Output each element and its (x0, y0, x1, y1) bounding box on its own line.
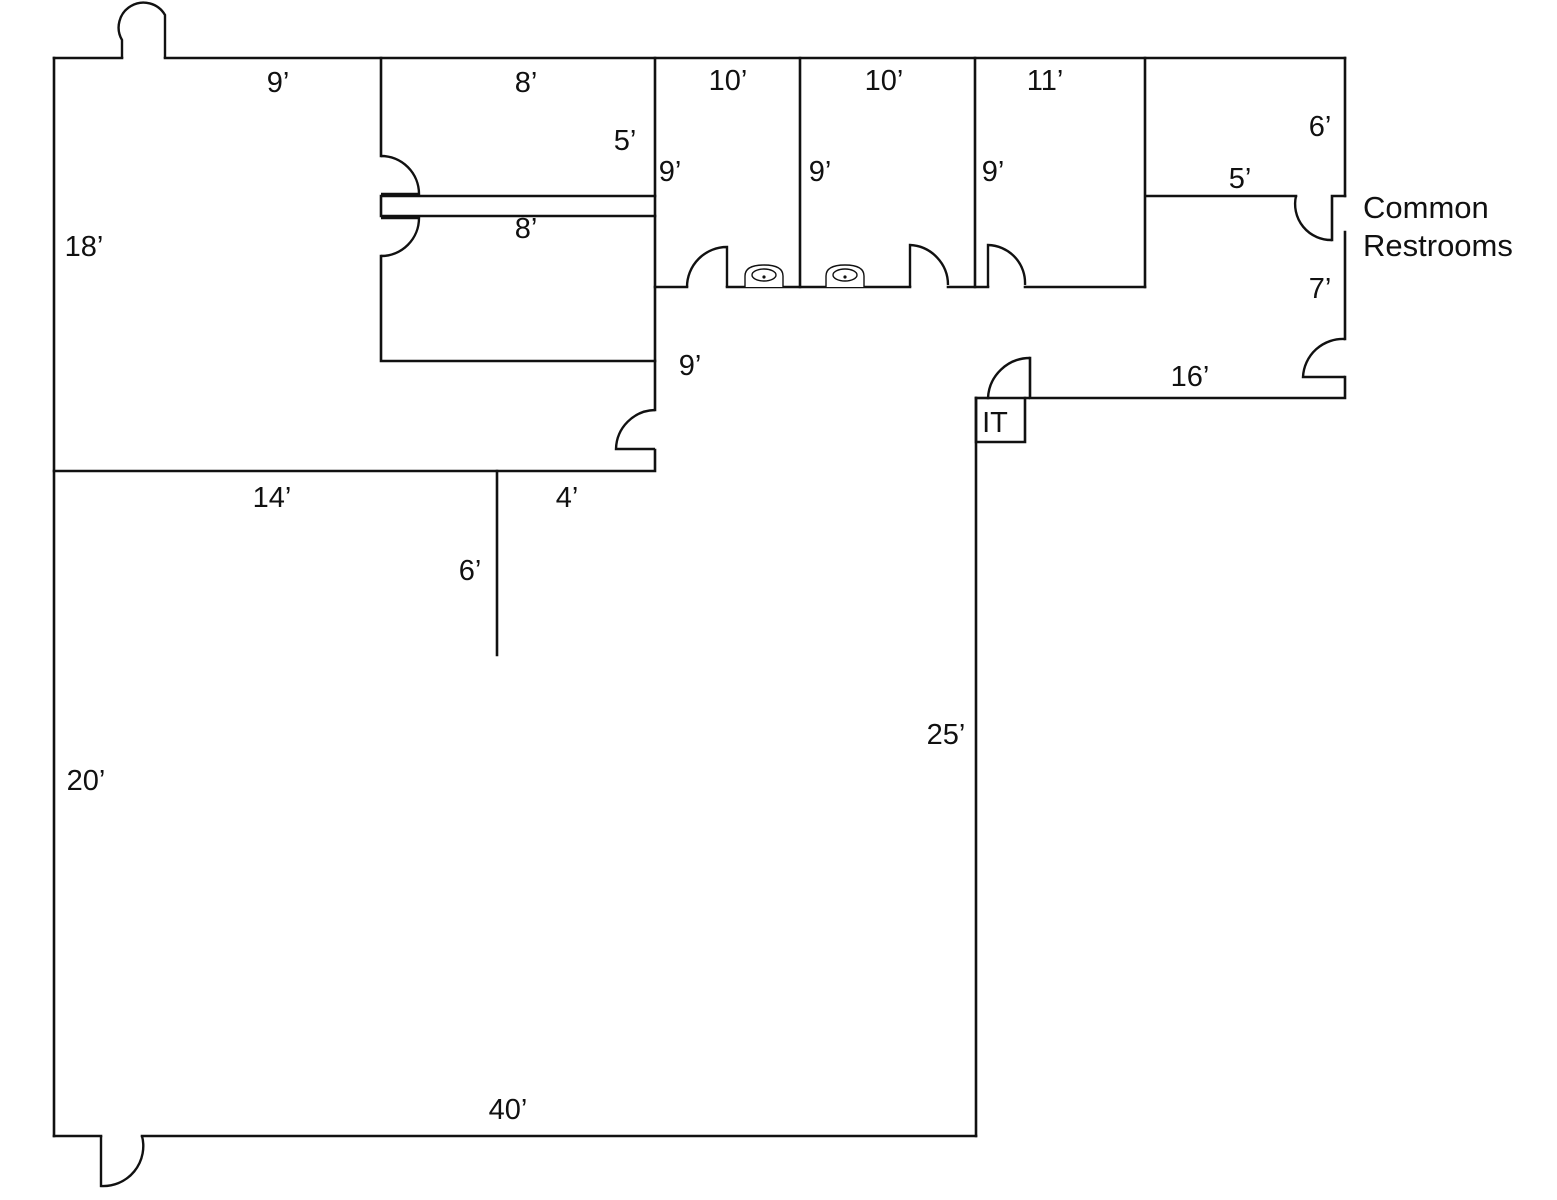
fixtures (744, 264, 865, 287)
dim-bottom-width: 40’ (489, 1094, 528, 1126)
door-swing-icon (986, 356, 1031, 400)
walls (52, 56, 1347, 1138)
dim-room-2-width: 10’ (865, 65, 904, 97)
dim-it-wall-width: 16’ (1171, 361, 1210, 393)
corner-room-wall (1143, 56, 1298, 289)
door-swing-icon (380, 154, 421, 196)
dim-lower-left-width: 14’ (253, 482, 292, 514)
restroom-jamb (1330, 194, 1347, 242)
door-swing-icon (986, 243, 1027, 287)
door-swing-icon (908, 243, 950, 287)
dim-left-upper-height: 18’ (65, 231, 104, 263)
dim-partition-length: 6’ (459, 555, 482, 587)
dim-corridor-length: 7’ (1309, 273, 1332, 305)
dim-corner-room-depth: 6’ (1309, 111, 1332, 143)
dim-room-3-width: 11’ (1027, 65, 1064, 97)
door-swing-icon (380, 216, 421, 258)
door-swing-icon (1301, 337, 1346, 379)
it-closet-label: IT (982, 407, 1008, 439)
dim-hall-height: 9’ (679, 350, 702, 382)
dim-right-wall-height: 25’ (927, 719, 966, 751)
door-swing-icon (1293, 195, 1333, 242)
door-swing-icon (99, 1135, 145, 1188)
dim-room-1-width: 10’ (709, 65, 748, 97)
sink-icon (825, 264, 865, 287)
it-closet-wall (974, 396, 1027, 444)
dim-left-lower-height: 20’ (67, 765, 106, 797)
dim-room-2-depth: 9’ (809, 156, 832, 188)
common-restrooms-label-line2: Restrooms (1363, 228, 1513, 263)
room-partitions (653, 56, 977, 412)
left-office-lower-wall (52, 448, 657, 473)
dim-top-left-width: 9’ (267, 67, 290, 99)
dim-corner-room-width: 5’ (1229, 163, 1252, 195)
dim-office-a-depth: 5’ (614, 125, 637, 157)
dim-room-1-depth: 9’ (659, 156, 682, 188)
sink-icon (744, 264, 784, 287)
wall-above-it (1028, 356, 1347, 400)
door-swing-icon (685, 245, 729, 288)
door-swing-icon (117, 1, 167, 58)
dim-office-a-width: 8’ (515, 67, 538, 99)
dim-room-3-depth: 9’ (982, 156, 1005, 188)
room-labels: IT Common Restrooms (982, 190, 1513, 439)
common-restrooms-label-line1: Common (1363, 190, 1489, 225)
door-swing-icon (614, 408, 656, 451)
dim-office-b-width: 8’ (515, 213, 538, 245)
dim-lower-mid-width: 4’ (556, 482, 579, 514)
doors (99, 1, 1346, 1188)
office-walls (379, 56, 657, 363)
dimension-labels: 9’ 8’ 5’ 8’ 10’ 9’ 10’ 9’ 11’ 9’ 6’ 5’ 1… (65, 65, 1332, 1126)
